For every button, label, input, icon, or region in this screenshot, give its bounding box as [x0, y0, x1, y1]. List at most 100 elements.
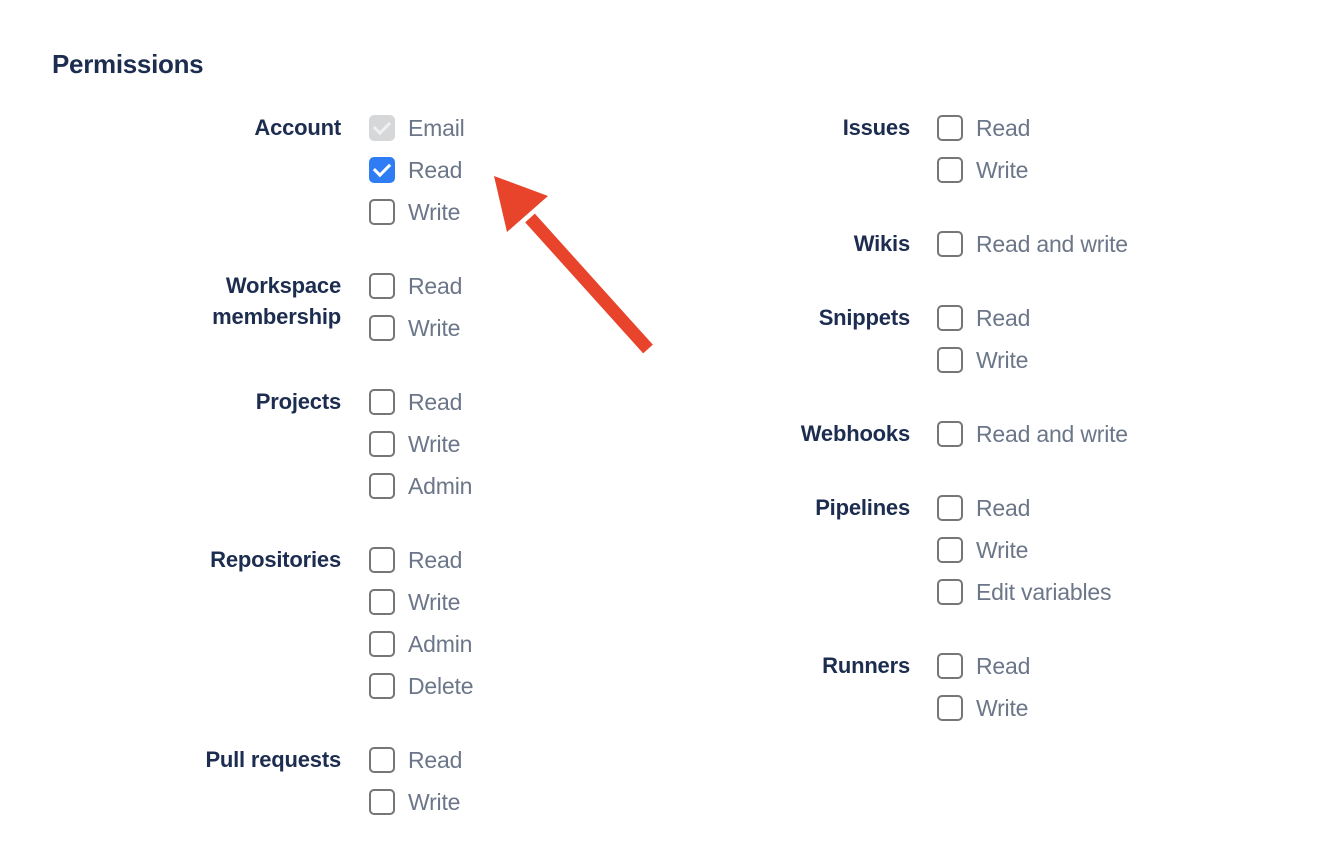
snippets-read-checkbox[interactable] [937, 305, 963, 331]
perm-option-row: Read [937, 297, 1030, 339]
perm-option-row: Write [937, 339, 1030, 381]
issues-write-checkbox[interactable] [937, 157, 963, 183]
account-write-checkbox[interactable] [369, 199, 395, 225]
perm-option-row: Read [369, 539, 473, 581]
red-arrow-icon [494, 176, 653, 354]
repositories-admin-label[interactable]: Admin [408, 630, 473, 657]
pipelines-read-checkbox[interactable] [937, 495, 963, 521]
perm-group-title-text: Repositories [210, 547, 341, 572]
perm-option-row: Admin [369, 623, 473, 665]
webhooks-read-and-write-checkbox[interactable] [937, 421, 963, 447]
issues-read-checkbox[interactable] [937, 115, 963, 141]
webhooks-read-and-write-label[interactable]: Read and write [976, 420, 1128, 447]
permissions-column-right: Issues Read Write Wikis Read and write S… [660, 107, 1128, 761]
runners-read-checkbox[interactable] [937, 653, 963, 679]
issues-read-label[interactable]: Read [976, 114, 1031, 141]
runners-write-checkbox[interactable] [937, 695, 963, 721]
perm-group-repositories: Repositories Read Write Admin Delete [60, 539, 473, 707]
projects-read-label[interactable]: Read [408, 388, 463, 415]
perm-group-title-text: Account [254, 115, 341, 140]
workspace-membership-write-label[interactable]: Write [408, 314, 461, 341]
perm-option-row: Read [369, 739, 462, 781]
projects-admin-checkbox[interactable] [369, 473, 395, 499]
perm-group-title-text: Snippets [818, 305, 911, 330]
perm-option-row: Read [369, 381, 472, 423]
pipelines-read-label[interactable]: Read [976, 494, 1031, 521]
pipelines-write-checkbox[interactable] [937, 537, 963, 563]
perm-group-title-text: Webhooks [800, 421, 910, 446]
perm-options-workspace-membership: Read Write [369, 265, 462, 349]
pipelines-edit-variables-checkbox[interactable] [937, 579, 963, 605]
perm-group-title-repositories: Repositories [60, 539, 369, 707]
perm-group-title-text: Pull requests [205, 747, 341, 772]
workspace-membership-write-checkbox[interactable] [369, 315, 395, 341]
perm-group-pipelines: Pipelines Read Write Edit variables [660, 487, 1128, 613]
perm-group-account: Account Email Read Write [60, 107, 473, 233]
account-write-label[interactable]: Write [408, 198, 461, 225]
pipelines-edit-variables-label[interactable]: Edit variables [976, 578, 1112, 605]
pipelines-write-label[interactable]: Write [976, 536, 1029, 563]
repositories-delete-checkbox[interactable] [369, 673, 395, 699]
perm-option-row: Delete [369, 665, 473, 707]
perm-option-row: Read [369, 149, 465, 191]
permissions-column-left: Account Email Read Write Workspace membe… [60, 107, 473, 844]
wikis-read-and-write-label[interactable]: Read and write [976, 230, 1128, 257]
repositories-write-label[interactable]: Write [408, 588, 461, 615]
repositories-read-label[interactable]: Read [408, 546, 463, 573]
snippets-write-checkbox[interactable] [937, 347, 963, 373]
projects-admin-label[interactable]: Admin [408, 472, 473, 499]
pull-requests-read-checkbox[interactable] [369, 747, 395, 773]
perm-option-row: Admin [369, 465, 472, 507]
perm-group-title-webhooks: Webhooks [660, 413, 937, 455]
repositories-write-checkbox[interactable] [369, 589, 395, 615]
snippets-read-label[interactable]: Read [976, 304, 1031, 331]
repositories-read-checkbox[interactable] [369, 547, 395, 573]
wikis-read-and-write-checkbox[interactable] [937, 231, 963, 257]
perm-options-pull-requests: Read Write [369, 739, 462, 823]
perm-option-row: Write [937, 149, 1030, 191]
snippets-write-label[interactable]: Write [976, 346, 1029, 373]
perm-option-row: Edit variables [937, 571, 1111, 613]
pull-requests-write-label[interactable]: Write [408, 788, 461, 815]
perm-group-title-text: Wikis [853, 231, 910, 256]
runners-write-label[interactable]: Write [976, 694, 1029, 721]
issues-write-label[interactable]: Write [976, 156, 1029, 183]
perm-options-account: Email Read Write [369, 107, 465, 233]
repositories-delete-label[interactable]: Delete [408, 672, 474, 699]
perm-group-title-pull-requests: Pull requests [60, 739, 369, 823]
perm-options-repositories: Read Write Admin Delete [369, 539, 473, 707]
account-read-checkbox[interactable] [369, 157, 395, 183]
perm-group-projects: Projects Read Write Admin [60, 381, 473, 507]
projects-write-label[interactable]: Write [408, 430, 461, 457]
projects-read-checkbox[interactable] [369, 389, 395, 415]
pull-requests-read-label[interactable]: Read [408, 746, 463, 773]
perm-group-issues: Issues Read Write [660, 107, 1128, 191]
perm-group-title-workspace-membership: Workspace membership [60, 265, 369, 349]
workspace-membership-read-label[interactable]: Read [408, 272, 463, 299]
perm-option-row: Write [937, 529, 1111, 571]
perm-group-title-pipelines: Pipelines [660, 487, 937, 613]
perm-group-title-text: Workspace membership [212, 273, 341, 329]
perm-group-webhooks: Webhooks Read and write [660, 413, 1128, 455]
perm-group-title-text: Pipelines [815, 495, 910, 520]
perm-group-workspace-membership: Workspace membership Read Write [60, 265, 473, 349]
perm-option-row: Email [369, 107, 465, 149]
perm-option-row: Write [369, 581, 473, 623]
perm-option-row: Write [369, 191, 465, 233]
pull-requests-write-checkbox[interactable] [369, 789, 395, 815]
perm-options-projects: Read Write Admin [369, 381, 472, 507]
repositories-admin-checkbox[interactable] [369, 631, 395, 657]
projects-write-checkbox[interactable] [369, 431, 395, 457]
perm-option-row: Write [937, 687, 1030, 729]
perm-group-title-wikis: Wikis [660, 223, 937, 265]
perm-option-row: Write [369, 781, 462, 823]
perm-group-title-account: Account [60, 107, 369, 233]
perm-options-webhooks: Read and write [937, 413, 1128, 455]
runners-read-label[interactable]: Read [976, 652, 1031, 679]
perm-option-row: Read [937, 107, 1030, 149]
perm-group-title-text: Runners [822, 653, 910, 678]
perm-group-snippets: Snippets Read Write [660, 297, 1128, 381]
workspace-membership-read-checkbox[interactable] [369, 273, 395, 299]
account-read-label[interactable]: Read [408, 156, 463, 183]
perm-group-wikis: Wikis Read and write [660, 223, 1128, 265]
